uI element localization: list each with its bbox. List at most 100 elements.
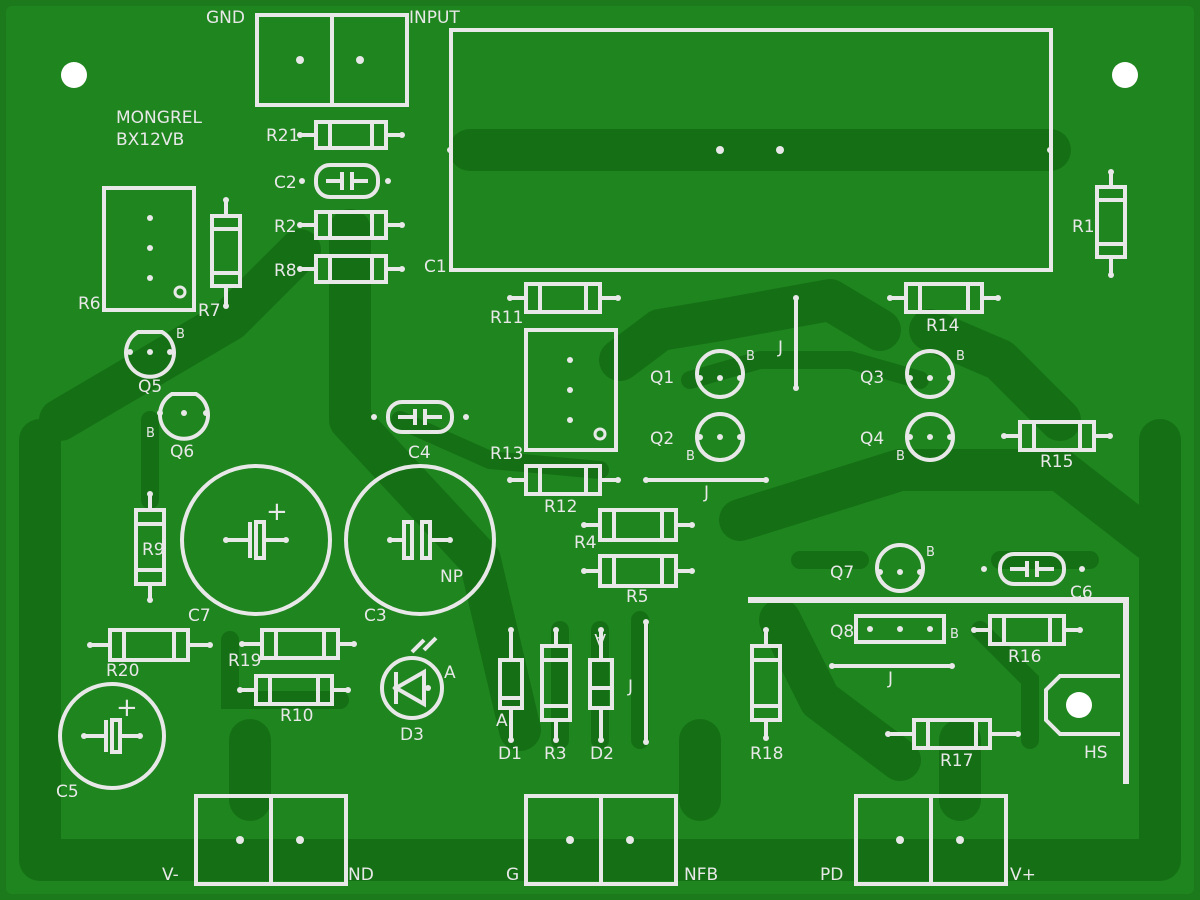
q4-label: Q4	[860, 429, 884, 449]
r2-label: R2	[274, 217, 297, 237]
output-connector-pd-label: PD	[820, 865, 843, 885]
feedback-connector	[524, 794, 678, 886]
mounting-hole-left	[61, 62, 87, 88]
r1-label: R1	[1072, 217, 1095, 237]
r1-resistor	[1095, 169, 1127, 278]
r17-resistor	[885, 718, 1021, 750]
q8-base-mark: B	[950, 627, 959, 642]
q6-label: Q6	[170, 442, 194, 462]
r13-label: R13	[490, 444, 523, 464]
r10-label: R10	[280, 706, 313, 726]
input-connector-input-label: INPUT	[409, 8, 460, 28]
r14-label: R14	[926, 316, 959, 336]
c1-label: C1	[424, 257, 447, 277]
jumper-wire-4	[643, 619, 649, 745]
c7-capacitor	[180, 464, 332, 616]
d2-diode	[588, 627, 614, 743]
q2-transistor	[695, 412, 745, 462]
feedback-connector-nfb-label: NFB	[684, 865, 718, 885]
r6-trimmer	[102, 186, 196, 312]
c1-capacitor	[447, 28, 1053, 272]
r17-label: R17	[940, 751, 973, 771]
d3-anode-mark: A	[444, 663, 456, 683]
q3-label: Q3	[860, 368, 884, 388]
heatsink-outline	[748, 597, 1129, 784]
jumper-4-label: J	[627, 677, 633, 697]
d2-anode-mark: A	[594, 629, 606, 649]
q4-transistor	[905, 412, 955, 462]
q8-label: Q8	[830, 622, 854, 642]
q1-base-mark: B	[746, 349, 755, 364]
r7-label: R7	[198, 301, 221, 321]
output-connector	[854, 794, 1008, 886]
c5-capacitor	[58, 682, 166, 790]
r20-resistor	[87, 628, 213, 662]
q5-base-mark: B	[176, 327, 185, 342]
c3-np-mark: NP	[440, 567, 463, 587]
c6-capacitor	[981, 552, 1085, 586]
d1-diode	[498, 627, 524, 743]
r12-resistor	[507, 464, 621, 496]
d3-led	[380, 636, 444, 720]
mounting-hole-right	[1112, 62, 1138, 88]
c3-label: C3	[364, 606, 387, 626]
jumper-1-label: J	[777, 338, 783, 358]
r5-label: R5	[626, 587, 649, 607]
c4-capacitor	[371, 400, 469, 434]
r21-label: R21	[266, 126, 299, 146]
r20-label: R20	[106, 661, 139, 681]
c5-plus-mark: +	[116, 693, 138, 723]
q4-base-mark: B	[896, 449, 905, 464]
r19-label: R19	[228, 651, 261, 671]
q5-label: Q5	[138, 377, 162, 397]
power-connector-vminus-label: V-	[162, 865, 179, 885]
d1-label: D1	[498, 744, 522, 764]
feedback-connector-g-label: G	[506, 865, 519, 885]
r3-resistor	[540, 627, 572, 743]
power-connector	[194, 794, 348, 886]
q2-label: Q2	[650, 429, 674, 449]
r4-resistor	[581, 508, 695, 542]
r8-label: R8	[274, 261, 297, 281]
jumper-2-label: J	[703, 483, 709, 503]
q3-base-mark: B	[956, 349, 965, 364]
r16-label: R16	[1008, 647, 1041, 667]
q6-base-mark: B	[146, 426, 155, 441]
heatsink-label: HS	[1084, 743, 1108, 763]
q6-transistor	[157, 392, 210, 441]
q7-label: Q7	[830, 563, 854, 583]
power-connector-gnd-label: ND	[348, 865, 374, 885]
r15-resistor	[1001, 420, 1113, 452]
r9-label: R9	[142, 540, 165, 560]
r13-trimmer	[524, 328, 618, 452]
d1-anode-mark: A	[496, 711, 508, 731]
r9-resistor	[134, 491, 166, 603]
jumper-wire-2	[643, 477, 769, 483]
r18-label: R18	[750, 744, 783, 764]
r7-resistor	[210, 197, 242, 309]
q7-base-mark: B	[926, 545, 935, 560]
r16-resistor	[971, 614, 1083, 646]
q8-transistor	[854, 614, 946, 644]
d2-label: D2	[590, 744, 614, 764]
c2-label: C2	[274, 173, 297, 193]
r11-label: R11	[490, 308, 523, 328]
r11-resistor	[507, 282, 621, 314]
c7-plus-mark: +	[266, 497, 288, 527]
r21-resistor	[297, 120, 405, 150]
r2-resistor	[297, 210, 405, 240]
jumper-3-label: J	[887, 669, 893, 689]
q1-transistor	[695, 349, 745, 399]
r8-resistor	[297, 254, 405, 284]
q1-label: Q1	[650, 368, 674, 388]
d3-label: D3	[400, 725, 424, 745]
board-subtitle: BX12VB	[116, 130, 184, 150]
c7-label: C7	[188, 606, 211, 626]
c4-label: C4	[408, 443, 431, 463]
r18-resistor	[750, 627, 782, 741]
q7-transistor	[875, 543, 925, 593]
input-connector-gnd-label: GND	[206, 8, 245, 28]
input-connector	[255, 13, 409, 107]
r19-resistor	[239, 628, 357, 660]
